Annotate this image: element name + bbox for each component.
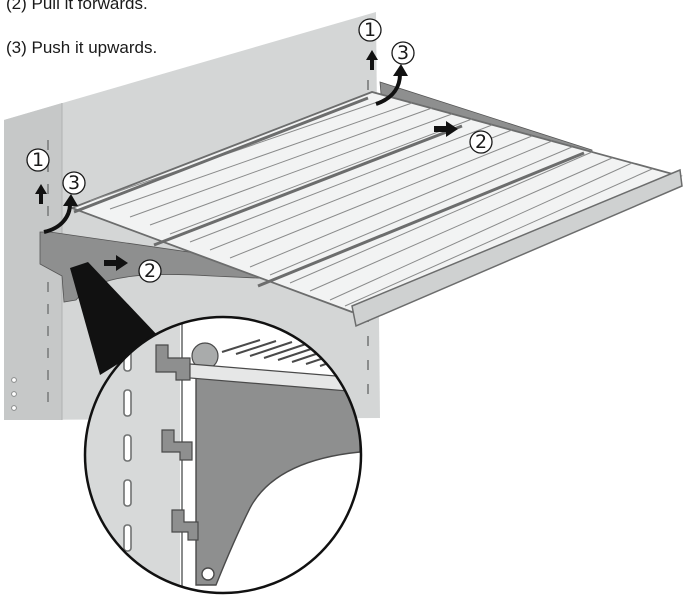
zoom-hook-middle [161,429,193,461]
curved-arrow-left-head [63,194,78,206]
svg-text:1: 1 [32,149,44,171]
instruction-step-3: (3) Push it upwards. [6,38,158,57]
zoom-hook-upper [155,344,191,381]
shelf-front-lip [351,168,683,328]
svg-text:2: 2 [144,260,156,282]
up-arrow-right [366,50,378,70]
wire-shelf-bars [89,96,653,307]
curved-arrows [43,73,402,234]
left-bracket [39,231,301,303]
left-rail-holes [11,377,17,411]
instruction-step-2: (2) Pull it forwards. [6,0,148,13]
curved-arrow-right-head [393,64,408,76]
step-marker-2-left: 2 [138,259,162,283]
step-marker-2-right: 2 [469,130,493,154]
zoom-bracket [184,367,361,586]
back-wall-shade [4,103,62,420]
step-marker-1-left: 1 [26,148,50,172]
up-arrow-left [35,184,47,204]
step-marker-1-right: 1 [358,18,382,42]
svg-text:1: 1 [364,19,376,41]
curved-arrow-left [43,203,72,234]
forward-arrow-left [104,255,128,271]
step-marker-3-right: 3 [391,41,415,65]
zoom-detail [83,315,363,595]
curved-arrow-right [375,73,402,106]
direction-arrows [35,50,458,271]
forward-arrow-right [434,121,458,137]
svg-text:3: 3 [68,172,80,194]
zoom-hook-lower [171,509,199,541]
step-marker-3-left: 3 [62,171,86,195]
svg-text:2: 2 [475,131,487,153]
svg-text:3: 3 [397,42,409,64]
wire-shelf-crossbars [73,96,585,288]
